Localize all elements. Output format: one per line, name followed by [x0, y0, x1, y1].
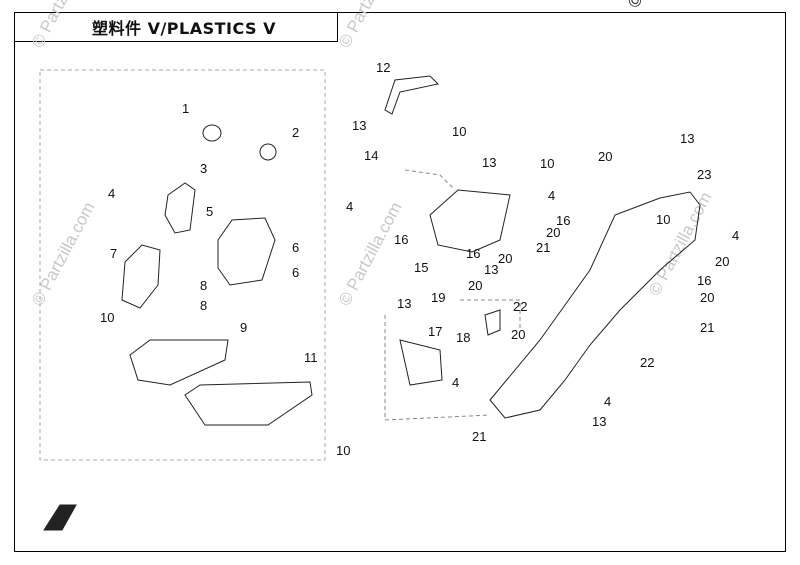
callout: 16: [394, 232, 408, 247]
callout: 6: [292, 265, 299, 280]
callout: 20: [546, 225, 560, 240]
callout: 19: [431, 290, 445, 305]
part-2-grommet: [259, 143, 277, 161]
callout: 21: [536, 240, 550, 255]
callout: 4: [604, 394, 611, 409]
callout: 13: [352, 118, 366, 133]
part-12-bracket: [384, 75, 440, 115]
callout: 18: [456, 330, 470, 345]
part-17-plate: [399, 339, 443, 386]
callout: 13: [397, 296, 411, 311]
callout: 5: [206, 204, 213, 219]
callout: 1: [182, 101, 189, 116]
leader-dashed-3: [460, 299, 521, 330]
callout: 20: [700, 290, 714, 305]
callout: 10: [540, 156, 554, 171]
callout: 4: [108, 186, 115, 201]
callout: 4: [732, 228, 739, 243]
part-1-grommet: [202, 124, 222, 142]
callout: 3: [200, 161, 207, 176]
callout: 8: [200, 278, 207, 293]
callout: 2: [292, 125, 299, 140]
callout: 20: [715, 254, 729, 269]
callout: 16: [556, 213, 570, 228]
callout: 10: [336, 443, 350, 458]
callout: 4: [548, 188, 555, 203]
callout: 13: [680, 131, 694, 146]
callout: 15: [414, 260, 428, 275]
callout: 13: [484, 262, 498, 277]
callout: 11: [304, 350, 318, 365]
part-3-cover: [164, 182, 196, 234]
callout: 20: [468, 278, 482, 293]
part-11-panel: [184, 381, 313, 426]
callout: 13: [482, 155, 496, 170]
left-group-outline: [39, 69, 326, 461]
callout: 10: [656, 212, 670, 227]
callout: 22: [513, 299, 527, 314]
diagram-frame: [14, 12, 786, 552]
callout: 8: [200, 298, 207, 313]
callout: 14: [364, 148, 378, 163]
callout: 7: [110, 246, 117, 261]
callout: 4: [346, 199, 353, 214]
title-box: 塑料件 V/PLASTICS V: [14, 12, 338, 42]
callout: 10: [100, 310, 114, 325]
leader-dashed-2: [404, 169, 456, 191]
part-9-panel: [129, 339, 229, 386]
callout: 13: [592, 414, 606, 429]
callout: 17: [428, 324, 442, 339]
callout: 20: [498, 251, 512, 266]
callout: 21: [472, 429, 486, 444]
leader-dashed-1: [384, 315, 491, 421]
cfmoto-logo-icon: [43, 504, 77, 531]
main-rear-frame-cover: [489, 191, 701, 419]
callout: 10: [452, 124, 466, 139]
callout: 16: [466, 246, 480, 261]
callout: 9: [240, 320, 247, 335]
diagram-title: 塑料件 V/PLASTICS V: [92, 18, 277, 38]
callout: 16: [697, 273, 711, 288]
part-15-bracket: [429, 189, 511, 253]
callout-4-lower: 4: [452, 375, 459, 390]
part-5-cover: [217, 217, 276, 286]
callout: 21: [700, 320, 714, 335]
part-18-clip: [484, 309, 501, 336]
part-7-cover: [121, 244, 161, 309]
callout: 23: [697, 167, 711, 182]
callout: 6: [292, 240, 299, 255]
callout: 20: [511, 327, 525, 342]
callout: 22: [640, 355, 654, 370]
callout: 12: [376, 60, 390, 75]
callout: 20: [598, 149, 612, 164]
